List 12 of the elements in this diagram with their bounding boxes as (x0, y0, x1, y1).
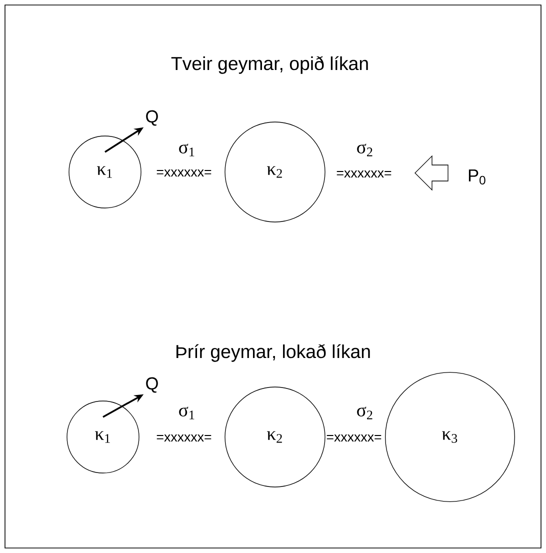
symbol-label: P$_{0}$ (468, 170, 486, 184)
coefficient-label: σ$_{1}$ (179, 144, 194, 156)
coefficient-label: σ$_{2}$ (357, 144, 372, 156)
heading: Tveir geymar, opið líkan (171, 56, 368, 74)
connector-text: =xxxxxx= (326, 434, 382, 442)
symbol-label: Q (146, 377, 158, 393)
coefficient-label: σ$_{1}$ (179, 406, 194, 420)
connector-text: =xxxxxx= (156, 434, 212, 442)
connector-text: =xxxxxx= (156, 169, 212, 177)
heading: Þrír geymar, lokað líkan (176, 344, 370, 362)
coefficient-label: σ$_{2}$ (357, 406, 372, 420)
symbol-label: Q (146, 110, 158, 126)
